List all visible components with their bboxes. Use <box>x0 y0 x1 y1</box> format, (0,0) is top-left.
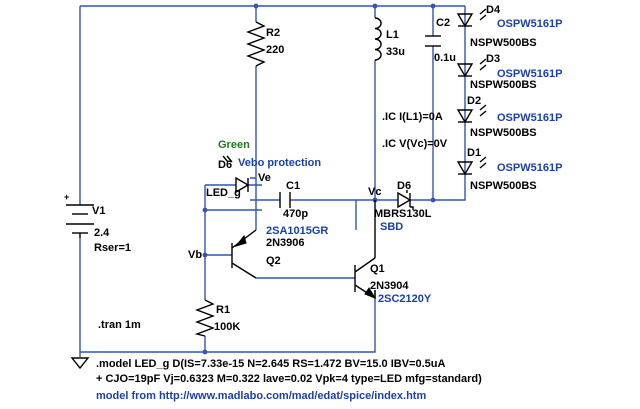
d4-alias: OSPW5161P <box>497 18 562 30</box>
d1-led-symbol <box>456 156 487 176</box>
d2-led-symbol <box>456 104 487 124</box>
d6-led-model: LED_g <box>206 187 241 199</box>
q1-ref: Q1 <box>370 263 385 275</box>
net-ve: Ve <box>258 172 271 184</box>
d6-led-note: Vebo protection <box>238 157 321 169</box>
d2-ref: D2 <box>467 95 481 107</box>
r2-resistor-symbol <box>246 21 266 67</box>
v1-series-resistance: Rser=1 <box>94 242 131 254</box>
ic-vc-directive: .IC V(Vc)=0V <box>382 138 448 150</box>
d3-model: NSPW500BS <box>470 79 537 91</box>
net-vb: Vb <box>188 249 202 261</box>
q2-pnp-transistor-symbol <box>231 229 257 279</box>
d6-sbd-note: SBD <box>380 221 403 233</box>
d4-ref: D4 <box>486 4 501 16</box>
v1-ref: V1 <box>92 205 105 217</box>
d6-schottky-diode-symbol <box>397 190 414 210</box>
d4-led-symbol <box>456 8 487 28</box>
q2-ref: Q2 <box>266 255 281 267</box>
svg-text:+: + <box>64 192 69 202</box>
l1-inductor-symbol <box>374 17 382 61</box>
c2-ref: C2 <box>436 17 450 29</box>
l1-value: 33u <box>386 46 405 58</box>
led-string <box>456 8 487 176</box>
r1-resistor-symbol <box>194 299 215 337</box>
d6-led-color: Green <box>218 139 250 151</box>
d1-ref: D1 <box>467 147 481 159</box>
q2-alias: 2SA1015GR <box>266 225 328 237</box>
c1-value: 470p <box>283 208 308 220</box>
d2-alias: OSPW5161P <box>497 112 562 124</box>
q1-alias: 2SC2120Y <box>378 293 432 305</box>
d3-ref: D3 <box>486 53 500 65</box>
tran-directive: .tran 1m <box>98 319 141 331</box>
c1-capacitor-symbol <box>279 192 291 208</box>
d4-model: NSPW500BS <box>470 37 537 49</box>
d3-alias: OSPW5161P <box>497 68 562 80</box>
q1-model: 2N3904 <box>370 280 409 292</box>
q2-model: 2N3906 <box>266 237 305 249</box>
d6-led-ref: D6 <box>218 159 232 171</box>
model-source-url: model from http://www.madlabo.com/mad/ed… <box>96 390 426 402</box>
v1-battery-symbol: + <box>64 192 94 238</box>
c2-capacitor-symbol <box>425 35 441 47</box>
q1-npn-transistor-symbol <box>354 200 377 300</box>
r1-value: 100K <box>214 321 240 333</box>
net-vc: Vc <box>368 186 381 198</box>
r2-value: 220 <box>266 44 284 56</box>
d1-model: NSPW500BS <box>470 180 537 192</box>
model-line-1: .model LED_g D(IS=7.33e-15 N=2.645 RS=1.… <box>96 358 445 370</box>
ic-l1-directive: .IC I(L1)=0A <box>382 111 443 123</box>
d6-led-symbol <box>222 155 250 194</box>
d3-led-symbol <box>456 58 487 78</box>
wires <box>79 5 466 353</box>
c2-value: 0.1u <box>434 52 456 64</box>
d6-sbd-ref: D6 <box>397 180 411 192</box>
v1-value: 2.4 <box>94 227 110 239</box>
d2-model: NSPW500BS <box>470 127 537 139</box>
ground-symbol <box>70 352 90 370</box>
r1-ref: R1 <box>216 304 230 316</box>
c1-ref: C1 <box>286 180 300 192</box>
d6-sbd-model: MBRS130L <box>374 208 432 220</box>
d1-alias: OSPW5161P <box>497 162 562 174</box>
labels: V1 2.4 Rser=1 R2 220 L1 33u C2 0.1u C1 4… <box>92 4 562 402</box>
l1-ref: L1 <box>386 29 399 41</box>
model-line-2: + CJO=19pF Vj=0.6323 M=0.322 lave=0.02 V… <box>96 373 482 385</box>
r2-ref: R2 <box>266 27 280 39</box>
